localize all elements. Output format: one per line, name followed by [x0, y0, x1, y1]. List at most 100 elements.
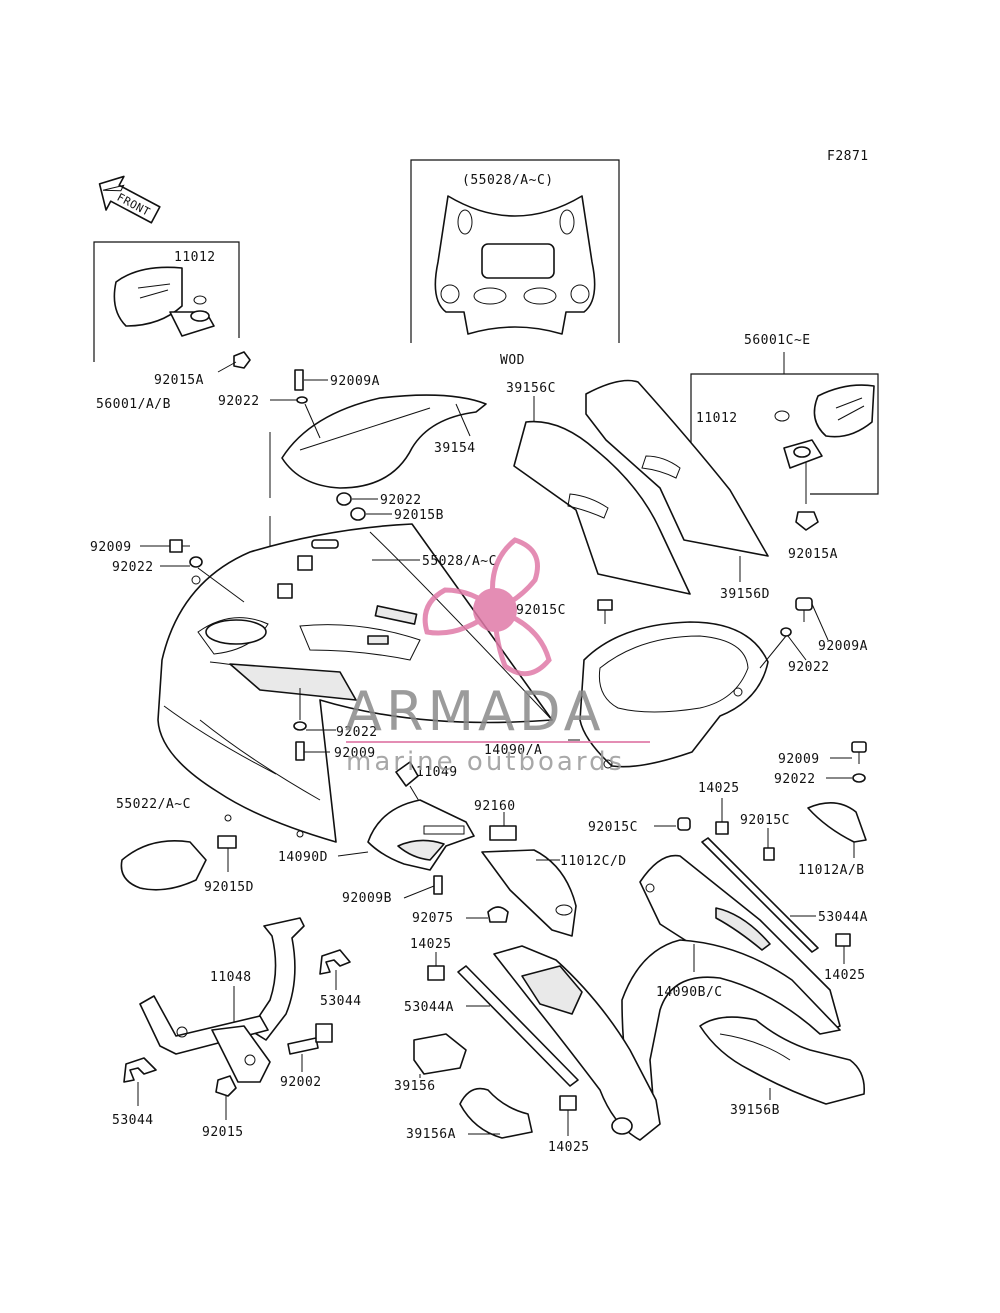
variant-inset-box: (55028/A~C): [410, 159, 620, 343]
right-mirror-nut: [795, 511, 819, 531]
label-11012CD: 11012C/D: [560, 854, 627, 869]
washer-92022-left: [189, 556, 203, 568]
washer-92022-top: [296, 396, 308, 404]
left-mirror-nut: [233, 351, 251, 369]
label-92015: 92015: [202, 1125, 244, 1140]
left-mirror-shape: [113, 266, 183, 327]
screw-92009A-top: [294, 369, 304, 391]
pad-14025-mid: [427, 965, 445, 981]
grommet-92022-mid: [336, 492, 352, 506]
main-cowl-55022: [157, 523, 553, 843]
left-mirror-inset: [93, 241, 251, 373]
label-92009-left: 92009: [90, 540, 132, 555]
windscreen-55028: [369, 531, 553, 721]
label-11012-right: 11012: [696, 411, 738, 426]
label-92002: 92002: [280, 1075, 322, 1090]
inner-cover-14090D: [337, 799, 475, 871]
label-56001AB: 56001/A/B: [96, 397, 171, 412]
washer-92022-low: [293, 721, 307, 731]
duct-11012AB: [807, 802, 867, 843]
label-92009-r: 92009: [778, 752, 820, 767]
label-53044A-right: 53044A: [818, 910, 868, 925]
label-92015B: 92015B: [394, 508, 444, 523]
label-39156A: 39156A: [406, 1127, 456, 1142]
strip-53044A-mid: [457, 965, 579, 1087]
label-92075: 92075: [412, 911, 454, 926]
right-mirror-shape: [813, 384, 875, 438]
screw-92009-r: [851, 741, 867, 753]
clip-92015C-mid: [677, 817, 691, 831]
label-92160: 92160: [474, 799, 516, 814]
label-14090D: 14090D: [278, 850, 328, 865]
watermark-tagline: marine outboards: [346, 747, 625, 777]
clip-53044-mid: [319, 949, 351, 975]
label-55022AC: 55022/A~C: [116, 797, 191, 812]
label-14025-top: 14025: [698, 781, 740, 796]
label-11048: 11048: [210, 970, 252, 985]
pad-92160: [489, 825, 517, 841]
clip-92015C-right: [763, 847, 775, 861]
screw-92009-left: [169, 539, 183, 553]
label-92009A-top: 92009A: [330, 374, 380, 389]
variant-note: WOD: [500, 353, 525, 368]
label-92009-low: 92009: [334, 746, 376, 761]
variant-caption: (55028/A~C): [462, 173, 554, 188]
inner-panel-39156D: [585, 379, 769, 582]
label-11049: 11049: [416, 765, 458, 780]
label-55028AC: 55028/A~C: [422, 554, 497, 569]
right-fasteners: [759, 597, 829, 669]
screw-92009-low: [295, 741, 305, 761]
label-92015A-left: 92015A: [154, 373, 204, 388]
frame-11048: [139, 917, 305, 1083]
clip-53044-left: [123, 1057, 157, 1083]
label-53044-mid: 53044: [320, 994, 362, 1009]
pad-14025-right: [835, 933, 851, 947]
right-mirror-inset: [690, 373, 879, 531]
label-92022-r: 92022: [774, 772, 816, 787]
cover-92015D: [120, 835, 237, 891]
label-14090A: 14090/A: [484, 743, 542, 758]
bolt-92002: [287, 1023, 333, 1072]
nut-92015: [215, 1075, 237, 1097]
label-39156: 39156: [394, 1079, 436, 1094]
upper-cowl-39154: [270, 369, 487, 521]
label-39156D: 39156D: [720, 587, 770, 602]
pad-14025-bottom: [559, 1095, 577, 1111]
propeller-logo-icon: [422, 537, 552, 677]
watermark: ARMADA marine outboards: [345, 537, 650, 777]
washer-92022-right: [780, 627, 792, 637]
strip-53044A-right: [701, 837, 819, 953]
side-cowl-14090BC: [621, 854, 841, 1111]
label-14090BC: 14090B/C: [656, 985, 723, 1000]
label-92022-mid: 92022: [380, 493, 422, 508]
label-39154: 39154: [434, 441, 476, 456]
pad-39156: [413, 1033, 467, 1075]
label-39156C: 39156C: [506, 381, 556, 396]
lower-inner-cowl: [493, 945, 661, 1141]
screw-92009B: [433, 875, 443, 895]
label-53044A-mid: 53044A: [404, 1000, 454, 1015]
meter-panel-14090A: [579, 621, 769, 769]
pad-14025-top: [715, 821, 729, 835]
watermark-brand: ARMADA: [345, 680, 605, 743]
label-92022-top: 92022: [218, 394, 260, 409]
label-92015C-mid: 92015C: [588, 820, 638, 835]
duct-11012CD: [481, 849, 577, 937]
left-fasteners: [140, 539, 245, 603]
label-92022-right: 92022: [788, 660, 830, 675]
label-92015C-right: 92015C: [740, 813, 790, 828]
clip-92015C-top: [597, 599, 613, 611]
label-92015C-top: 92015C: [516, 603, 566, 618]
front-arrow-icon: FRONT: [98, 175, 161, 224]
grommet-92075: [487, 906, 509, 923]
label-11012AB: 11012A/B: [798, 863, 865, 878]
label-92015D: 92015D: [204, 880, 254, 895]
label-53044-left: 53044: [112, 1113, 154, 1128]
label-92022-low: 92022: [336, 725, 378, 740]
label-92015A-right: 92015A: [788, 547, 838, 562]
label-14025-bottom: 14025: [548, 1140, 590, 1155]
label-92022-left: 92022: [112, 560, 154, 575]
inner-panel-39156C: [513, 396, 691, 595]
label-14025-mid: 14025: [410, 937, 452, 952]
